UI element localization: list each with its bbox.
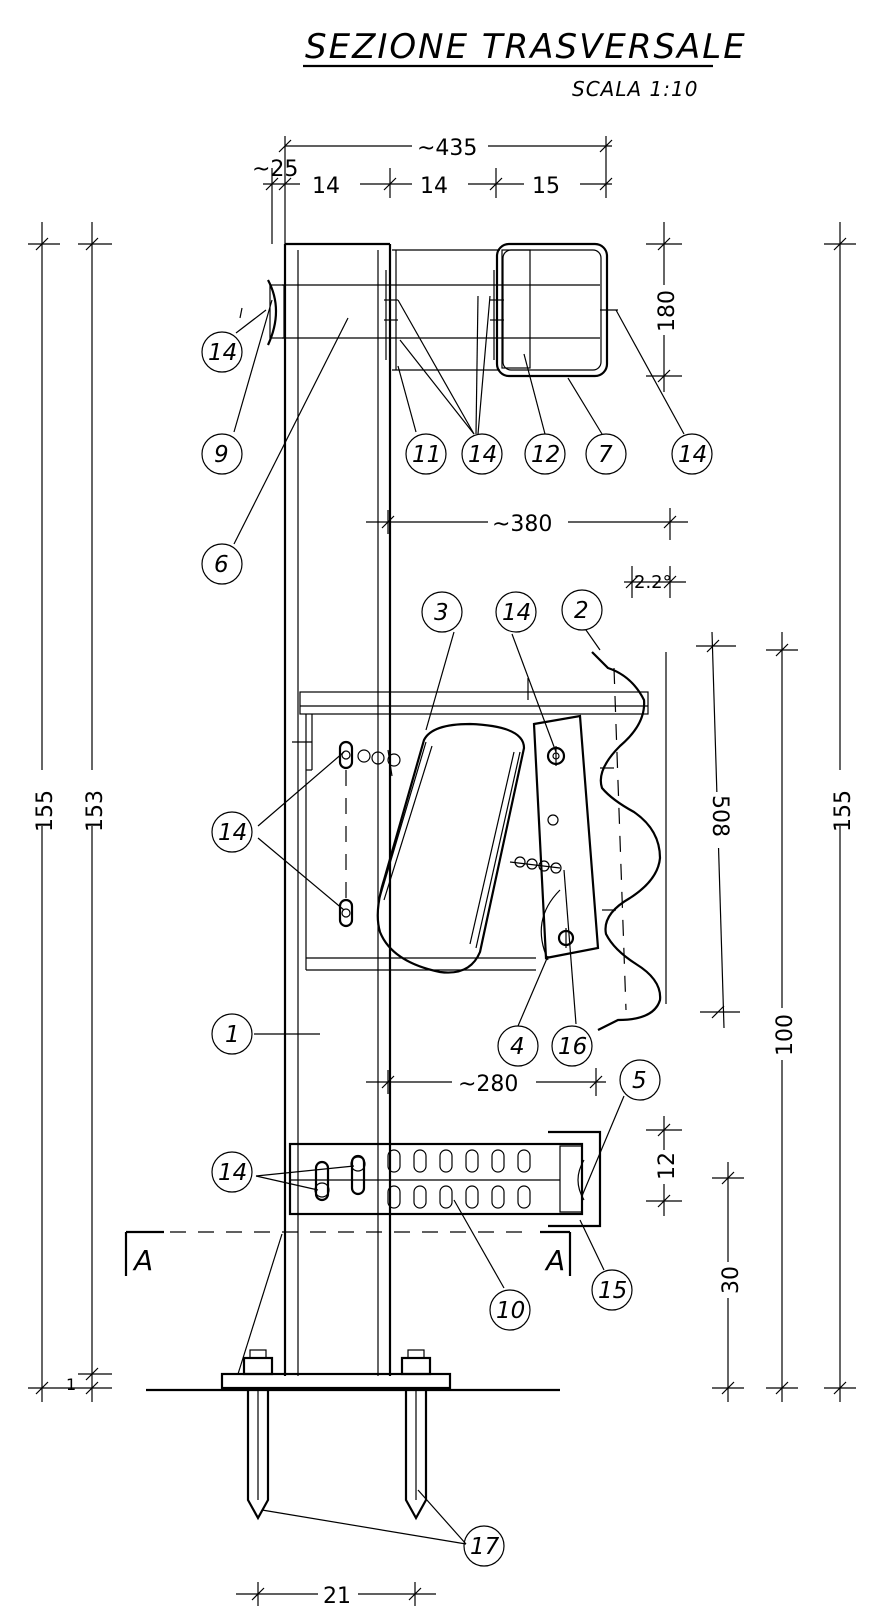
svg-text:12: 12 xyxy=(531,442,560,468)
callout-9: 9 xyxy=(201,433,243,475)
svg-text:5: 5 xyxy=(632,1068,647,1094)
top-dimension-chain: ~435 ~25 14 14 15 xyxy=(252,134,613,244)
svg-text:14: 14 xyxy=(218,820,247,846)
callout-5: 5 xyxy=(619,1059,661,1101)
svg-text:11: 11 xyxy=(412,442,441,468)
dim-rail-height: 180 xyxy=(655,290,680,332)
svg-text:16: 16 xyxy=(558,1034,587,1060)
post xyxy=(283,242,392,1376)
svg-text:14: 14 xyxy=(468,442,497,468)
base-and-anchors xyxy=(146,1233,560,1521)
offset-dimensions: ~380 2.2° ~280 21 xyxy=(236,508,688,1609)
dim-left-post: 153 xyxy=(83,790,108,832)
dim-top-seg1: 14 xyxy=(312,174,340,199)
callouts: 14 9 6 11 14 12 7 14 xyxy=(201,331,713,1567)
dim-base-plate: 1 xyxy=(66,1375,76,1394)
svg-text:6: 6 xyxy=(214,552,229,578)
svg-text:15: 15 xyxy=(598,1278,627,1304)
dim-beam-height: 508 xyxy=(707,795,732,837)
svg-text:3: 3 xyxy=(434,600,449,626)
drawing-scale: SCALA 1:10 xyxy=(572,77,698,101)
spacer-block xyxy=(292,678,649,974)
dim-left-total: 155 xyxy=(33,790,58,832)
svg-text:7: 7 xyxy=(598,442,613,468)
svg-text:1: 1 xyxy=(225,1022,240,1048)
dim-spacer-height: 12 xyxy=(655,1152,680,1180)
svg-text:14: 14 xyxy=(502,600,531,626)
leader-lines xyxy=(233,295,685,1545)
dim-anchor-spacing: 21 xyxy=(323,1584,351,1609)
backing-plate xyxy=(509,714,600,961)
callout-12: 12 xyxy=(524,433,566,475)
svg-text:14: 14 xyxy=(678,442,707,468)
callout-1: 1 xyxy=(211,1013,253,1055)
dim-right-total: 155 xyxy=(831,790,856,832)
svg-text:17: 17 xyxy=(470,1534,500,1560)
callout-16: 16 xyxy=(551,1025,593,1067)
callout-14-mid: 14 xyxy=(495,591,537,633)
callout-17: 17 xyxy=(463,1525,505,1567)
svg-text:14: 14 xyxy=(208,340,237,366)
callout-11: 11 xyxy=(405,433,447,475)
drawing-title: SEZIONE TRASVERSALE xyxy=(305,27,747,67)
callout-2: 2 xyxy=(561,589,603,631)
svg-text:9: 9 xyxy=(214,442,229,468)
callout-10: 10 xyxy=(489,1289,531,1331)
lower-rail xyxy=(288,1130,602,1228)
svg-text:10: 10 xyxy=(496,1298,525,1324)
callout-14-top-left: 14 xyxy=(201,331,243,373)
section-mark-left: A xyxy=(132,1244,153,1277)
dim-top-seg2: 14 xyxy=(420,174,448,199)
dim-spacer-to-ground: 30 xyxy=(719,1266,744,1294)
section-line-a-a: A A xyxy=(124,1230,572,1277)
callout-4: 4 xyxy=(497,1025,539,1067)
callout-14-top-right: 14 xyxy=(671,433,713,475)
callout-6: 6 xyxy=(201,543,243,585)
top-rail xyxy=(266,242,609,378)
svg-text:2: 2 xyxy=(574,598,589,624)
dim-top-overall: ~435 xyxy=(417,136,477,161)
callout-3: 3 xyxy=(421,591,463,633)
w-beam xyxy=(591,651,667,1031)
section-mark-right: A xyxy=(544,1244,565,1277)
callout-15: 15 xyxy=(591,1269,633,1311)
callout-7: 7 xyxy=(585,433,627,475)
dim-beam-to-ground: 100 xyxy=(773,1014,798,1056)
dim-mid-offset: ~380 xyxy=(492,512,552,537)
dim-lower-offset: ~280 xyxy=(458,1072,518,1097)
left-dimensions: 155 153 1 xyxy=(28,222,112,1402)
right-dimensions: 180 508 12 30 100 xyxy=(646,222,856,1402)
dim-top-small: ~25 xyxy=(252,157,298,182)
callout-14-low: 14 xyxy=(211,1151,253,1193)
svg-text:4: 4 xyxy=(510,1034,525,1060)
callout-14-top: 14 xyxy=(461,433,503,475)
svg-text:14: 14 xyxy=(218,1160,247,1186)
dim-rail-offset: 2.2° xyxy=(634,572,672,593)
dim-top-seg3: 15 xyxy=(532,174,560,199)
callout-14-left: 14 xyxy=(211,811,253,853)
